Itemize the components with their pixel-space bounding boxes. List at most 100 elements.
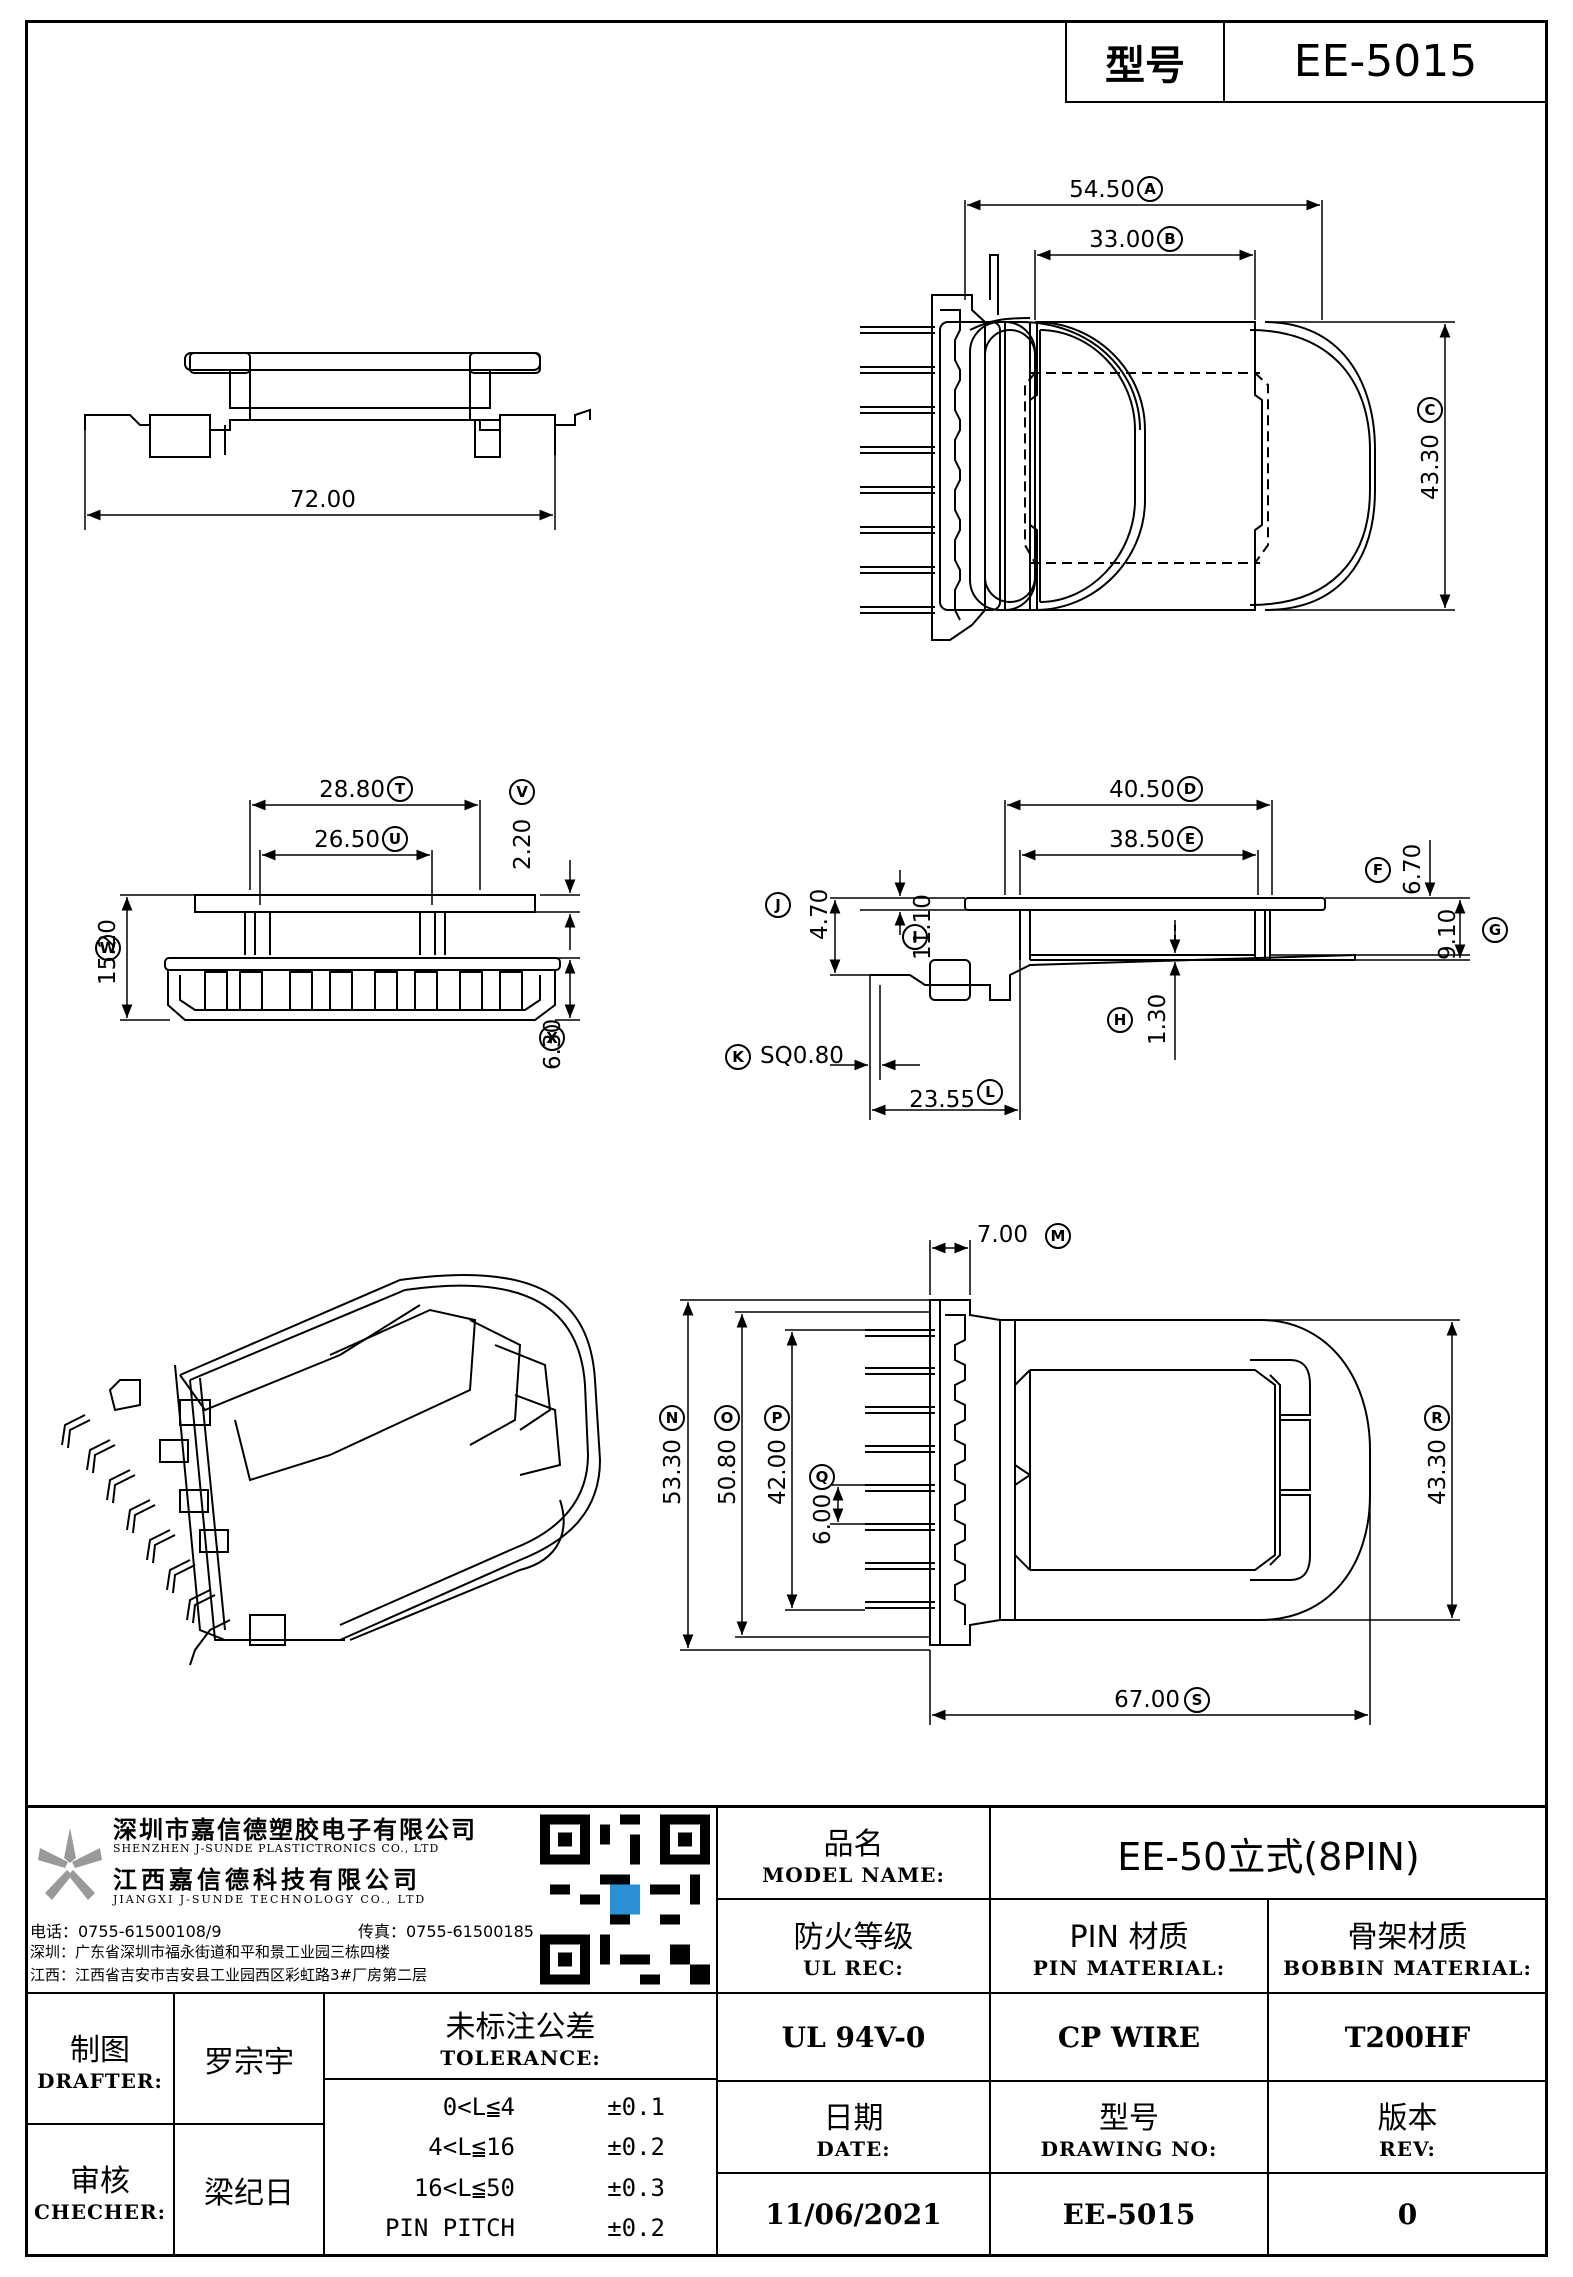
svg-text:H: H (1114, 1011, 1127, 1029)
marker-v: V (509, 779, 535, 805)
svg-text:Q: Q (816, 1468, 829, 1486)
bottom-view (680, 1240, 1460, 1725)
svg-text:S: S (1192, 1691, 1203, 1709)
marker-g: G (1482, 917, 1508, 943)
dim-b: 33.00 (1089, 227, 1155, 253)
marker-w: W (95, 935, 121, 961)
date-label-cell: 日期 DATE: (716, 2080, 991, 2174)
checker-value-cell: 梁纪日 (173, 2123, 325, 2257)
marker-r: R (1424, 1405, 1450, 1431)
dim-f: 6.70 (1400, 844, 1426, 895)
ul-label-en: UL REC: (803, 1956, 904, 1980)
dim-side-width: 72.00 (290, 487, 356, 513)
rev-label-cn: 版本 (1377, 2101, 1438, 2136)
dim-j: 4.70 (807, 889, 833, 940)
marker-l: L (977, 1079, 1003, 1105)
bobbin-value: T200HF (1344, 2020, 1471, 2054)
model-name-label-en: MODEL NAME: (762, 1863, 945, 1887)
model-name-value-cell: EE-50立式(8PIN) (989, 1806, 1548, 1900)
bottom-view-pins (865, 1329, 935, 1609)
rev-value: 0 (1397, 2198, 1418, 2231)
dim-k: SQ0.80 (760, 1043, 844, 1069)
svg-text:V: V (516, 783, 528, 801)
drawing-no-value: EE-5015 (1062, 2198, 1196, 2231)
svg-text:R: R (1431, 1409, 1443, 1427)
marker-e: E (1177, 826, 1203, 852)
svg-text:W: W (100, 939, 117, 957)
company-phone: 电话：0755-61500108/9 (30, 1922, 222, 1941)
marker-a: A (1137, 176, 1163, 202)
technical-drawing: 54.50 33.00 43.30 72.00 28.80 26.50 2.20… (61, 176, 1508, 1725)
drawing-no-label-cn: 型号 (1099, 2101, 1159, 2136)
dim-u: 26.50 (314, 827, 380, 853)
isometric-view (61, 1273, 602, 1666)
drafter-value-cell: 罗宗宇 (173, 1992, 325, 2125)
pin-label-cell: PIN 材质 PIN MATERIAL: (989, 1898, 1269, 1994)
svg-text:E: E (1185, 830, 1195, 848)
company-block: 深圳市嘉信德塑胶电子有限公司 SHENZHEN J-SUNDE PLASTICT… (28, 1808, 718, 1993)
dim-l: 23.55 (909, 1087, 975, 1113)
svg-text:O: O (721, 1409, 734, 1427)
date-label-en: DATE: (816, 2137, 891, 2161)
dim-n: 53.30 (660, 1439, 686, 1505)
tolerance-row: PIN PITCH ±0.2 (384, 2214, 665, 2243)
drafter-value: 罗宗宇 (204, 2044, 294, 2080)
dim-e: 38.50 (1109, 827, 1175, 853)
svg-text:A: A (1144, 180, 1156, 198)
tolerance-label-cell: 未标注公差 TOLERANCE: (323, 1992, 718, 2080)
bobbin-label-cn: 骨架材质 (1347, 1920, 1468, 1955)
bobbin-label-cell: 骨架材质 BOBBIN MATERIAL: (1267, 1898, 1548, 1994)
checker-label-cn: 审核 (70, 2164, 130, 2199)
bobbin-label-en: BOBBIN MATERIAL: (1283, 1956, 1532, 1980)
dim-p: 42.00 (765, 1439, 791, 1505)
rev-value-cell: 0 (1267, 2172, 1548, 2257)
marker-u: U (382, 826, 408, 852)
drafter-label-cn: 制图 (70, 2032, 130, 2068)
marker-h: H (1107, 1007, 1133, 1033)
header-model-value: EE-5015 (1293, 36, 1478, 87)
svg-text:M: M (1051, 1227, 1066, 1245)
ul-value-cell: UL 94V-0 (716, 1992, 991, 2082)
svg-text:X: X (546, 1029, 558, 1047)
reference-markers: A B C T U V W X D E F G I J H K L M N O … (95, 176, 1508, 1713)
side-section-view (829, 799, 1470, 1120)
marker-o: O (714, 1405, 740, 1431)
marker-m: M (1045, 1223, 1071, 1249)
dim-m: 7.00 (977, 1222, 1028, 1248)
marker-n: N (659, 1405, 685, 1431)
drawing-no-value-cell: EE-5015 (989, 2172, 1269, 2257)
checker-label-en: CHECHER: (33, 2200, 167, 2224)
pin-value-cell: CP WIRE (989, 1992, 1269, 2082)
company-address-shenzhen: 深圳：广东省深圳市福永街道和平和景工业园三栋四楼 (30, 1943, 391, 1961)
marker-x: X (539, 1025, 565, 1051)
svg-text:L: L (985, 1083, 995, 1101)
drafter-label-en: DRAFTER: (37, 2068, 163, 2093)
marker-f: F (1365, 857, 1391, 883)
svg-text:P: P (772, 1409, 783, 1427)
tolerance-label-en: TOLERANCE: (440, 2046, 601, 2070)
company-name-en: SHENZHEN J-SUNDE PLASTICTRONICS CO., LTD (113, 1842, 440, 1855)
svg-text:C: C (1424, 401, 1435, 419)
checker-value: 梁纪日 (204, 2176, 294, 2211)
header-model-label: 型号 (1105, 42, 1185, 89)
dim-q: 6.00 (810, 1494, 836, 1545)
marker-t: T (387, 776, 413, 802)
svg-text:U: U (389, 830, 401, 848)
front-view (120, 799, 580, 1021)
svg-text:G: G (1489, 921, 1501, 939)
date-label-cn: 日期 (823, 2101, 884, 2136)
dim-h: 1.30 (1145, 994, 1171, 1045)
pin-label-en: PIN MATERIAL: (1032, 1956, 1226, 1980)
top-view-pins (860, 326, 935, 614)
rev-label-en: REV: (1379, 2137, 1436, 2161)
marker-b: B (1157, 226, 1183, 252)
svg-text:I: I (912, 928, 918, 946)
header-model-label-cell: 型号 (1065, 20, 1225, 103)
ul-label-cn: 防火等级 (793, 1920, 914, 1955)
company-name-cn: 深圳市嘉信德塑胶电子有限公司 (113, 1816, 477, 1844)
svg-text:D: D (1184, 780, 1196, 798)
svg-text:F: F (1373, 861, 1383, 879)
dimension-labels: 54.50 33.00 43.30 72.00 28.80 26.50 2.20… (95, 177, 1461, 1713)
company-address-jiangxi: 江西：江西省吉安市吉安县工业园西区彩虹路3#厂房第二层 (30, 1966, 428, 1984)
date-value-cell: 11/06/2021 (716, 2172, 991, 2257)
